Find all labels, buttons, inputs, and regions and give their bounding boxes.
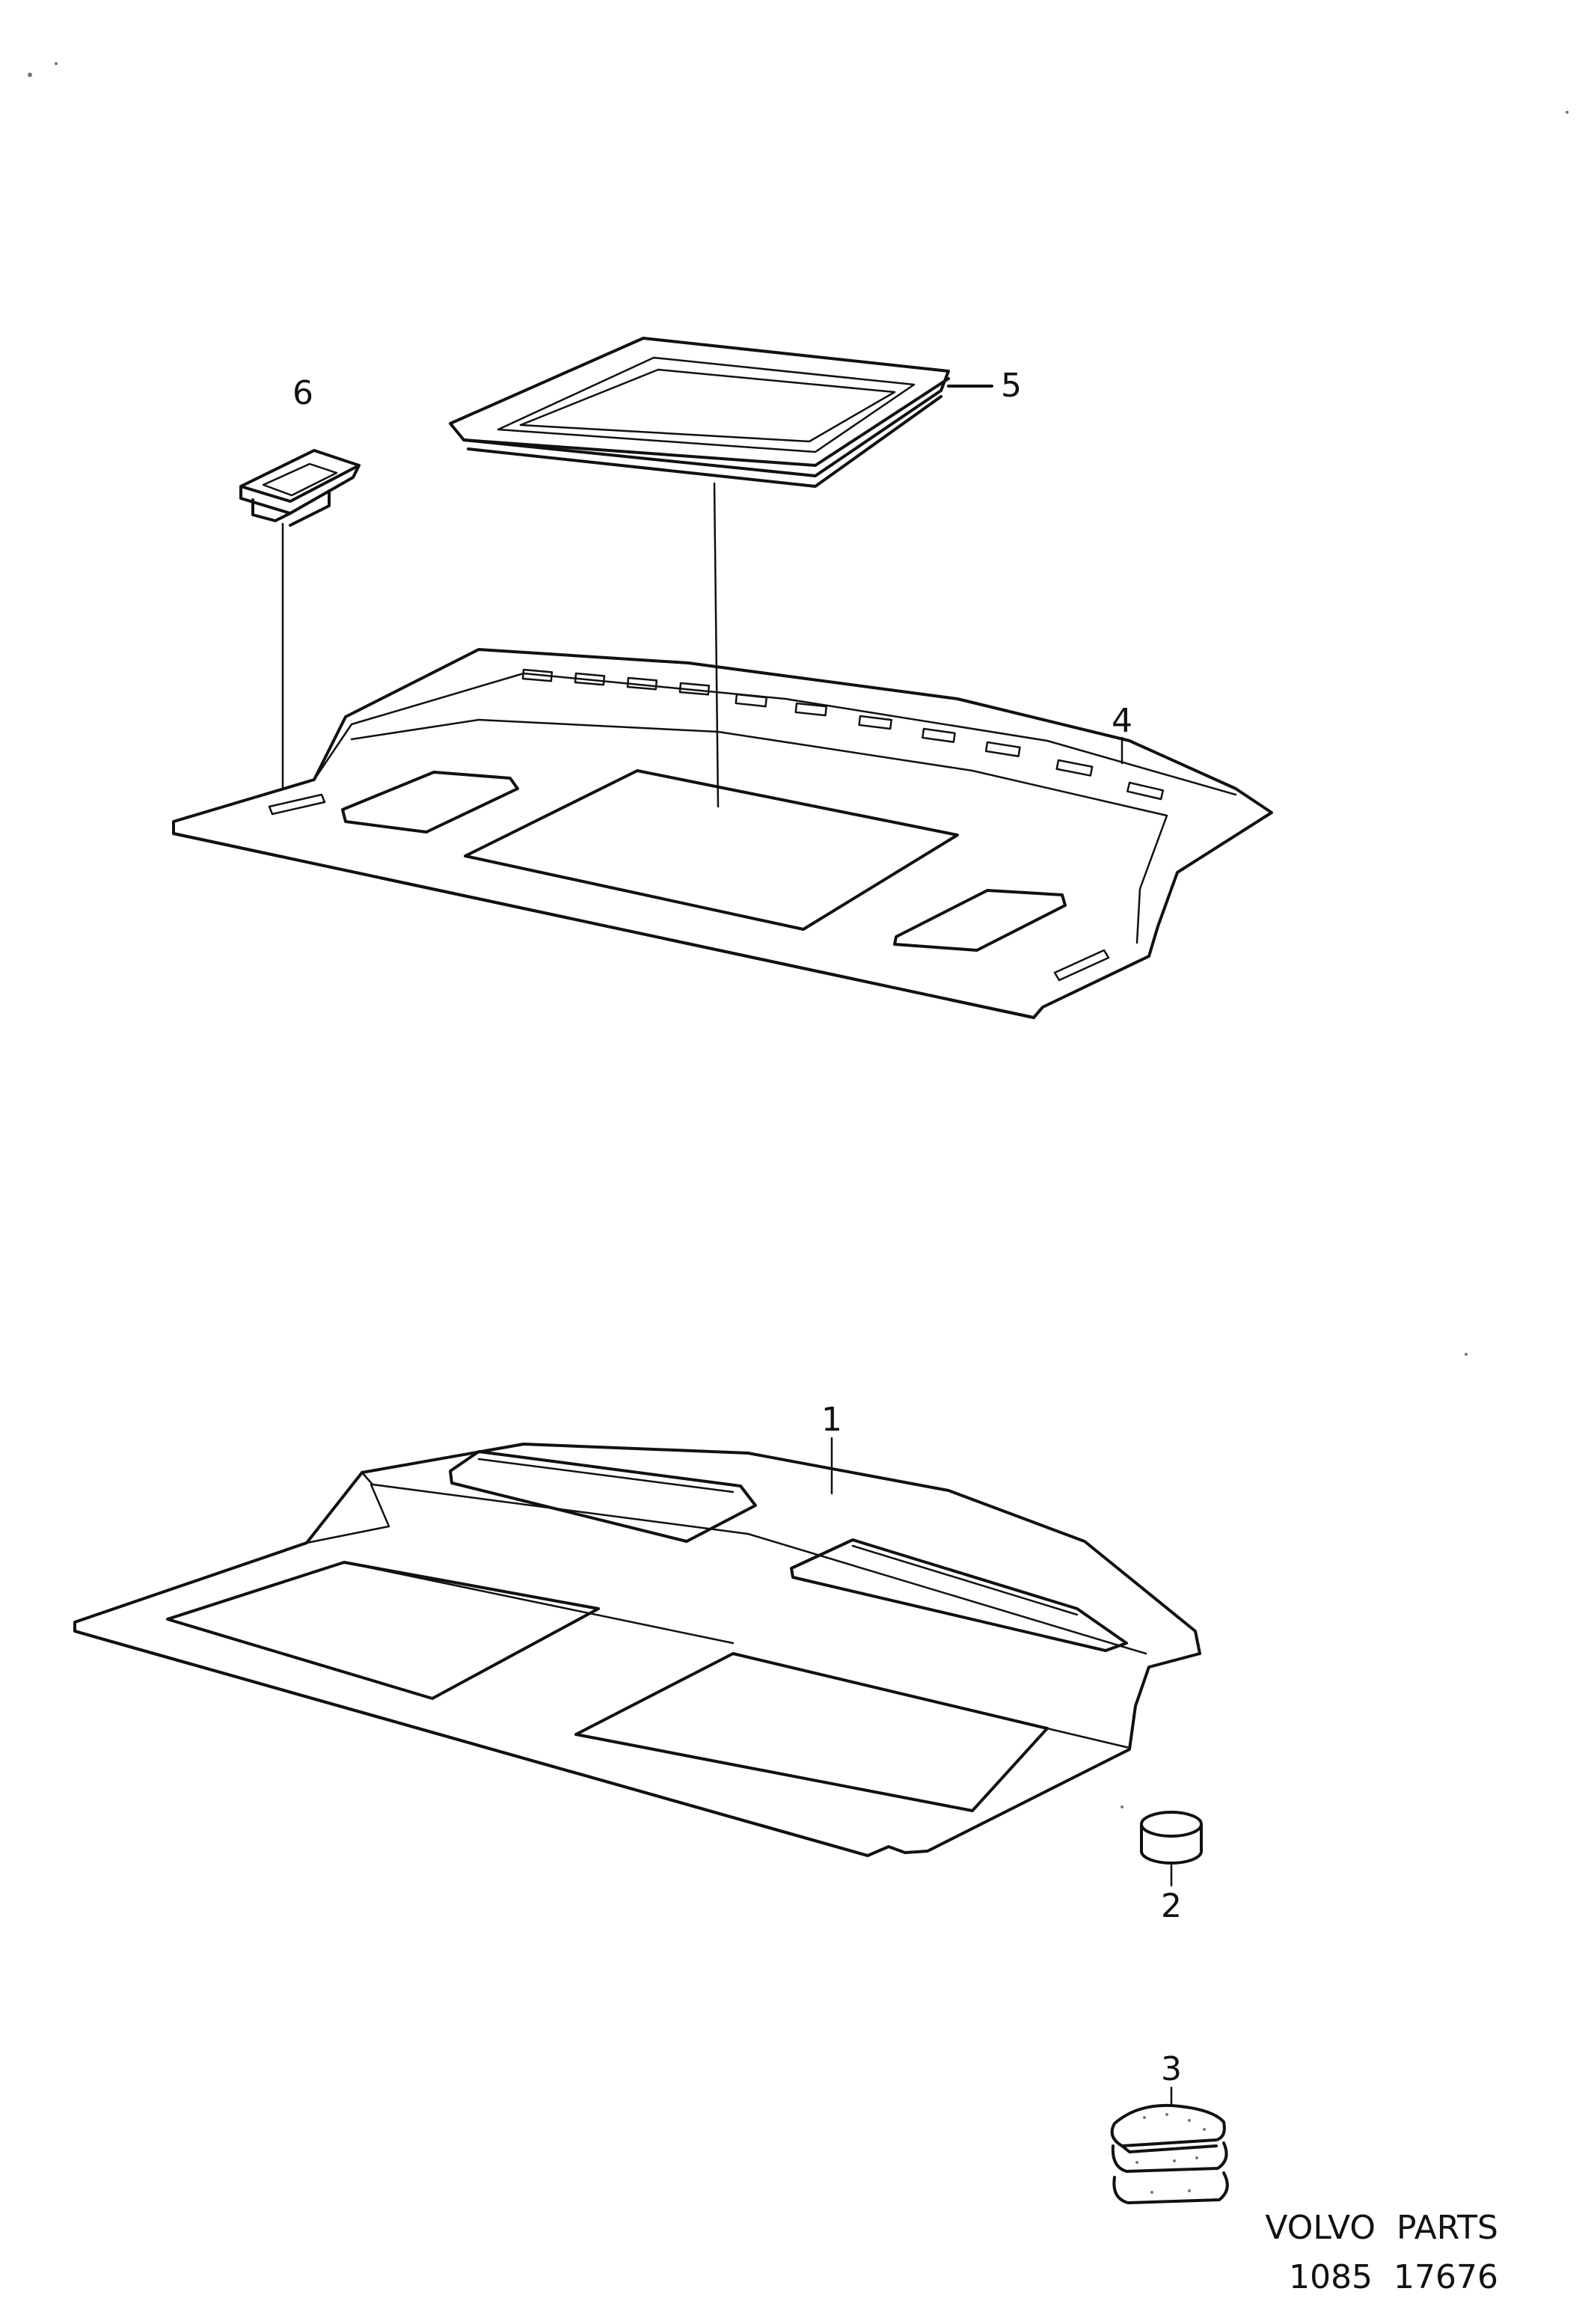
scan-noise: [28, 62, 1569, 1808]
part-label-1: 1: [821, 1401, 842, 1439]
part-1-parcel-shelf: [73, 1437, 1201, 1857]
part-5-frame: [449, 337, 993, 808]
part-label-5: 5: [1001, 367, 1022, 405]
caption-number: 1085 17676: [1289, 2258, 1498, 2296]
part-6-clip: [239, 449, 361, 789]
part-label-3: 3: [1161, 2050, 1182, 2088]
part-3-grommet: [1110, 2086, 1229, 2204]
part-label-4: 4: [1112, 702, 1132, 740]
part-label-2: 2: [1161, 1887, 1182, 1925]
part-label-6: 6: [292, 374, 313, 412]
part-4-parcel-shelf: [172, 648, 1273, 1019]
vent-slots: [521, 668, 1165, 801]
part-2-plug: [1140, 1811, 1203, 1887]
caption-brand: VOLVO PARTS: [1265, 2209, 1498, 2247]
